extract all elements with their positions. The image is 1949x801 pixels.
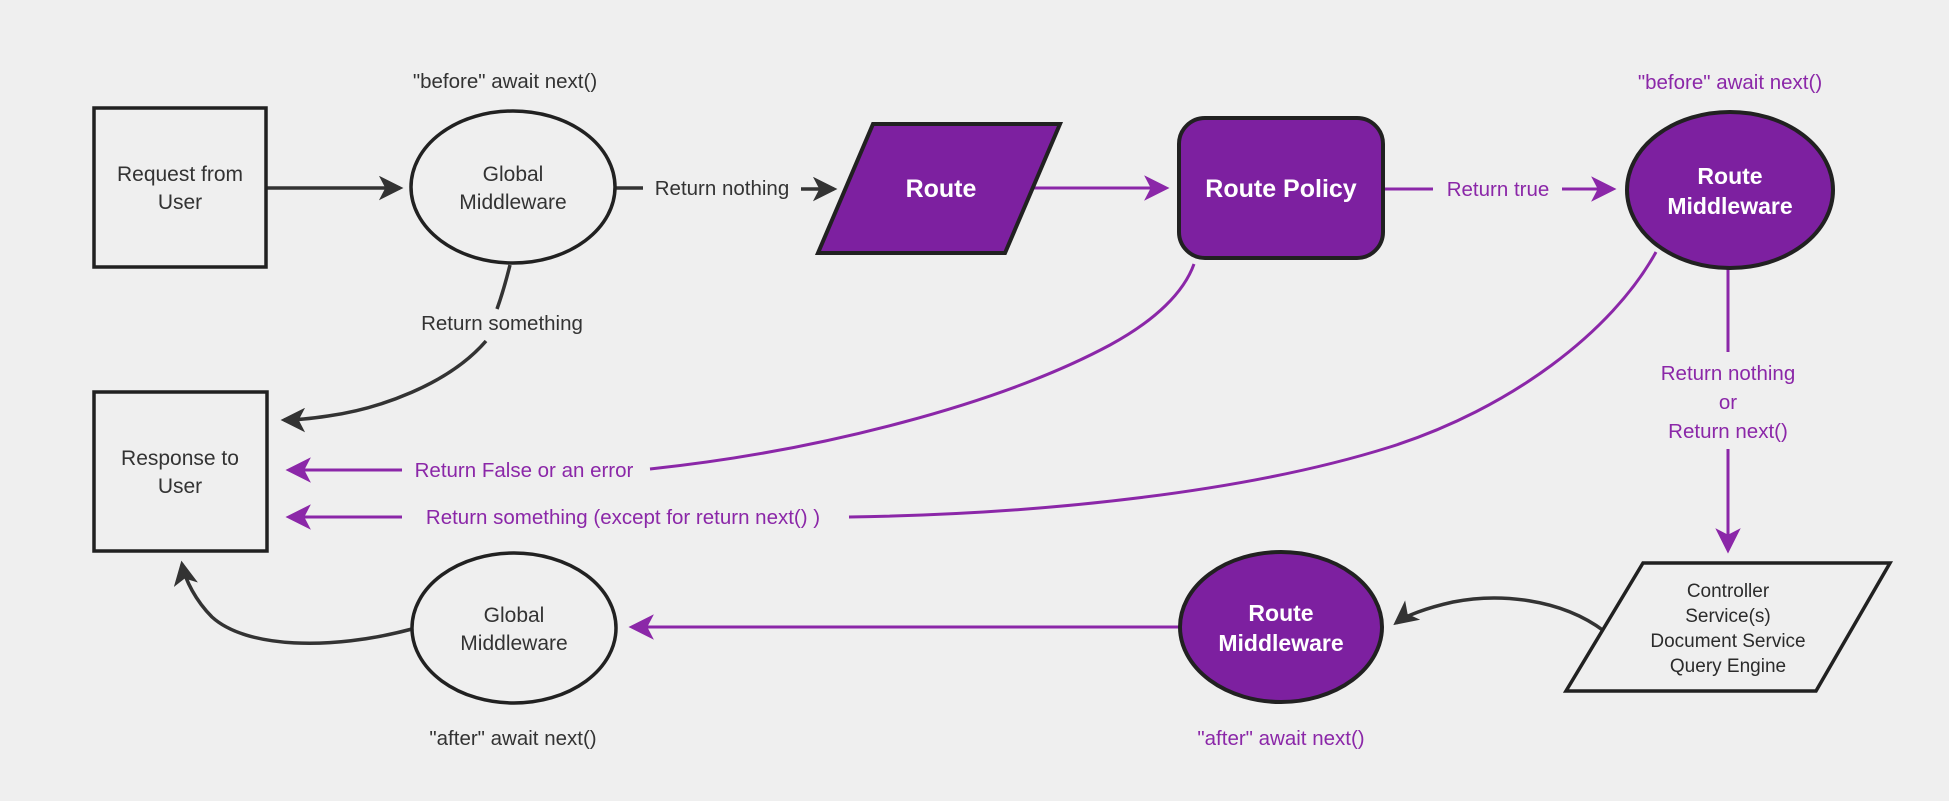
- route-label: Route: [906, 175, 977, 203]
- response-to-user-label-line2: User: [158, 475, 202, 498]
- return-nothing-label: Return nothing: [655, 177, 789, 200]
- request-from-user-label-line1: Request from: [117, 163, 243, 186]
- route-middleware-bottom-label-line2: Middleware: [1218, 630, 1343, 656]
- return-something-label: Return something: [421, 312, 583, 335]
- controller-label-line4: Query Engine: [1670, 656, 1786, 677]
- global-middleware-top-label-line2: Middleware: [459, 191, 566, 214]
- global-middleware-top-label-line1: Global: [483, 163, 544, 186]
- return-nothing-or-next-label-line1: Return nothing: [1661, 362, 1795, 385]
- before-await-next-top-label: "before" await next(): [413, 70, 597, 93]
- controller-label-line3: Document Service: [1650, 631, 1805, 652]
- return-nothing-or-next-label-line2: or: [1719, 391, 1737, 414]
- after-await-next-mid-label: "after" await next(): [1197, 727, 1364, 750]
- route-middleware-bottom-label-line1: Route: [1248, 600, 1313, 626]
- return-nothing-or-next-label-line3: Return next(): [1668, 420, 1788, 443]
- route-node: [814, 122, 1064, 255]
- request-from-user-node: [92, 106, 268, 269]
- route-policy-node: [1177, 116, 1385, 260]
- global-middleware-top-node: [409, 109, 617, 265]
- edge-return-false-curve: [649, 263, 1196, 471]
- route-middleware-top-node: [1625, 110, 1835, 270]
- global-middleware-bottom-node: [410, 551, 618, 705]
- controller-label-line1: Controller: [1687, 581, 1770, 602]
- global-middleware-bottom-label-line1: Global: [484, 604, 545, 627]
- global-middleware-bottom-label-line2: Middleware: [460, 632, 567, 655]
- route-middleware-top-label-line2: Middleware: [1667, 193, 1792, 219]
- response-to-user-node: [92, 390, 269, 553]
- after-await-next-left-label: "after" await next(): [429, 727, 596, 750]
- return-something-except-label: Return something (except for return next…: [426, 506, 820, 529]
- controller-services-node: [1562, 561, 1894, 693]
- edge-return-something-upper: [495, 264, 512, 310]
- route-policy-label: Route Policy: [1205, 175, 1357, 203]
- return-true-label: Return true: [1447, 178, 1550, 201]
- edge-return-something-except-curve: [848, 251, 1658, 519]
- edge-controller-to-route-middleware: [1393, 596, 1606, 633]
- edge-global-middleware-to-response: [173, 560, 413, 645]
- route-middleware-top-label-line1: Route: [1697, 163, 1762, 189]
- controller-label-line2: Service(s): [1685, 606, 1771, 627]
- edge-return-something-lower: [280, 339, 488, 433]
- route-middleware-bottom-node: [1178, 550, 1384, 704]
- response-to-user-label-line1: Response to: [121, 447, 239, 470]
- return-false-or-error-label: Return False or an error: [415, 459, 634, 482]
- request-from-user-label-line2: User: [158, 191, 202, 214]
- before-await-next-right-label: "before" await next(): [1638, 71, 1822, 94]
